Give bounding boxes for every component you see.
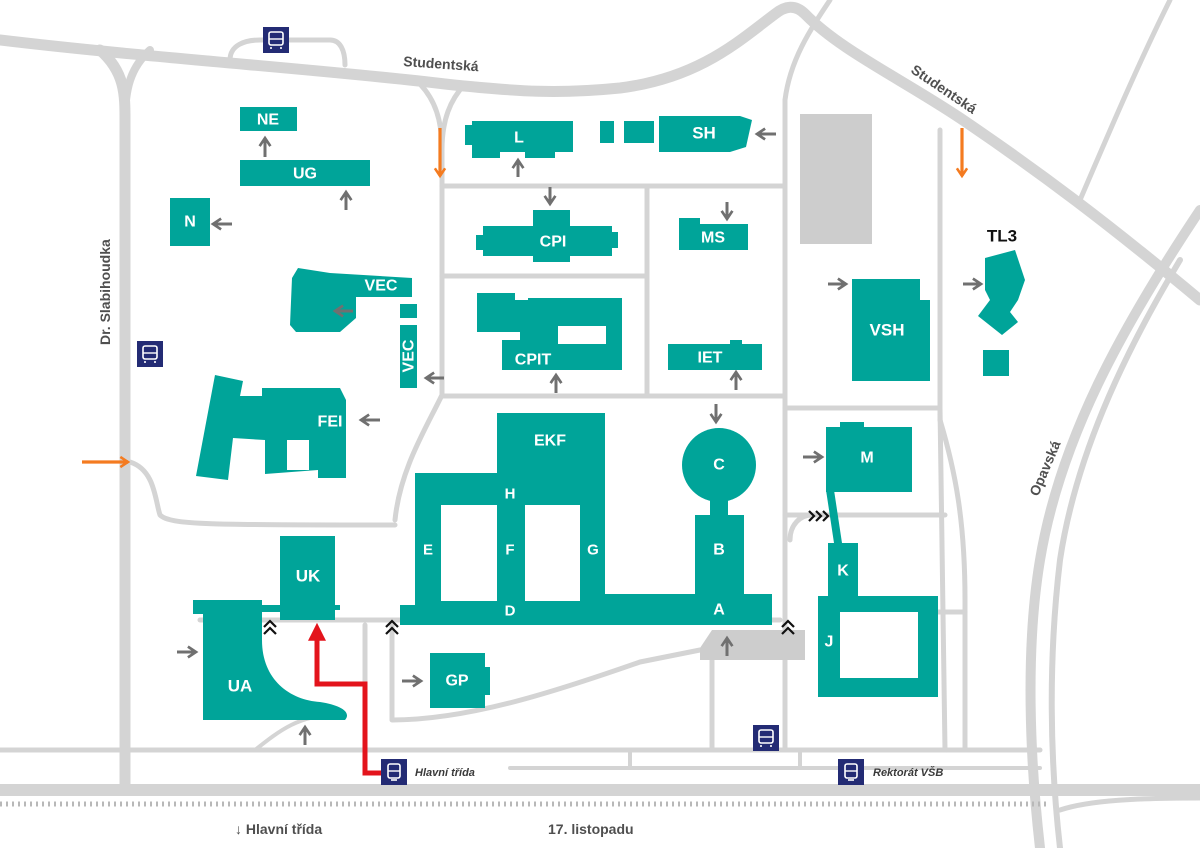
- label-j: J: [825, 634, 834, 651]
- route-arrow-icon: [308, 622, 384, 776]
- link-m-k: [826, 490, 842, 543]
- street-17-listopadu: 17. listopadu: [548, 821, 634, 837]
- plaza: [700, 630, 805, 660]
- building-sh-annex-1: [600, 121, 614, 143]
- label-tl3: TL3: [987, 227, 1017, 246]
- label-ug: UG: [293, 166, 317, 183]
- label-l: L: [514, 130, 524, 147]
- building-cpi[interactable]: [476, 210, 618, 262]
- building-vec-dot: [400, 304, 417, 318]
- building-vsh[interactable]: [852, 279, 920, 381]
- tram-stop-hlavni-trida[interactable]: [381, 759, 407, 785]
- building-sh[interactable]: [659, 116, 752, 152]
- label-b: B: [713, 542, 725, 559]
- building-ms[interactable]: [679, 218, 748, 250]
- label-d: D: [505, 603, 516, 620]
- buildings: [170, 107, 1025, 720]
- building-ekf-complex[interactable]: [262, 413, 938, 697]
- bus-stop-top[interactable]: [263, 27, 289, 53]
- label-ms: MS: [701, 230, 725, 247]
- building-n[interactable]: [170, 198, 210, 246]
- entrance-arrows: [82, 128, 969, 469]
- street-hlavni-trida: ↓ Hlavní třída: [235, 821, 322, 837]
- double-chevron-up-icon: [781, 619, 795, 635]
- label-f: F: [505, 542, 514, 559]
- bus-stop-west[interactable]: [137, 341, 163, 367]
- label-g: G: [587, 542, 599, 559]
- label-vec-v: VEC: [401, 339, 418, 372]
- label-sh: SH: [692, 124, 716, 143]
- label-cpit: CPIT: [515, 352, 552, 369]
- building-vsh-annex: [920, 300, 930, 381]
- stop-label-hlavni-trida: Hlavní třída: [415, 767, 475, 779]
- ekf-courtyard-e: [441, 505, 497, 601]
- building-l[interactable]: [465, 121, 573, 158]
- label-vec-h: VEC: [365, 278, 398, 295]
- label-e: E: [423, 542, 433, 559]
- building-ne[interactable]: [240, 107, 297, 131]
- j-courtyard: [840, 612, 918, 678]
- label-vsh: VSH: [870, 321, 905, 340]
- label-gp: GP: [445, 673, 468, 690]
- street-slabihoudka: Dr. Slabihoudka: [97, 239, 113, 345]
- double-chevron-up-icon: [385, 619, 399, 635]
- building-tl3[interactable]: [978, 250, 1025, 335]
- building-gp[interactable]: [430, 653, 490, 708]
- street-studentska-west: Studentská: [403, 53, 480, 74]
- label-h: H: [505, 486, 516, 503]
- building-tl3-small: [983, 350, 1009, 376]
- label-uk: UK: [296, 567, 321, 586]
- label-m: M: [860, 450, 873, 467]
- building-labels: NE UG N L SH CPI MS VEC VEC CPIT IET FEI…: [184, 112, 1017, 696]
- ekf-courtyard-g: [525, 505, 580, 601]
- bus-stop-south[interactable]: [753, 725, 779, 751]
- label-n: N: [184, 214, 196, 231]
- building-cpit[interactable]: [477, 293, 622, 370]
- label-cpi: CPI: [540, 234, 567, 251]
- building-k[interactable]: [828, 543, 858, 596]
- building-ug[interactable]: [240, 160, 370, 186]
- label-c: C: [713, 457, 725, 474]
- label-iet: IET: [698, 350, 723, 367]
- cpit-courtyard: [558, 326, 606, 344]
- fei-courtyard: [287, 440, 309, 470]
- label-ua: UA: [228, 677, 253, 696]
- building-ua[interactable]: [193, 600, 348, 720]
- label-ekf: EKF: [534, 433, 566, 450]
- label-fei: FEI: [318, 414, 343, 431]
- double-chevron-up-icon: [263, 619, 277, 635]
- tram-stop-rektorat[interactable]: [838, 759, 864, 785]
- label-ne: NE: [257, 112, 280, 129]
- stop-label-rektorat: Rektorát VŠB: [873, 766, 943, 779]
- access-arrows: [177, 127, 984, 745]
- label-k: K: [837, 563, 849, 580]
- building-vec-h[interactable]: [290, 268, 412, 332]
- double-chevron-right-icon: [808, 510, 830, 522]
- building-vec-v[interactable]: [400, 325, 417, 388]
- parking-lot: [800, 114, 872, 244]
- building-c[interactable]: [682, 428, 756, 502]
- building-iet[interactable]: [668, 340, 762, 370]
- building-m[interactable]: [826, 422, 912, 492]
- chevrons: [263, 510, 830, 635]
- label-a: A: [713, 602, 725, 619]
- building-sh-annex-2: [624, 121, 654, 143]
